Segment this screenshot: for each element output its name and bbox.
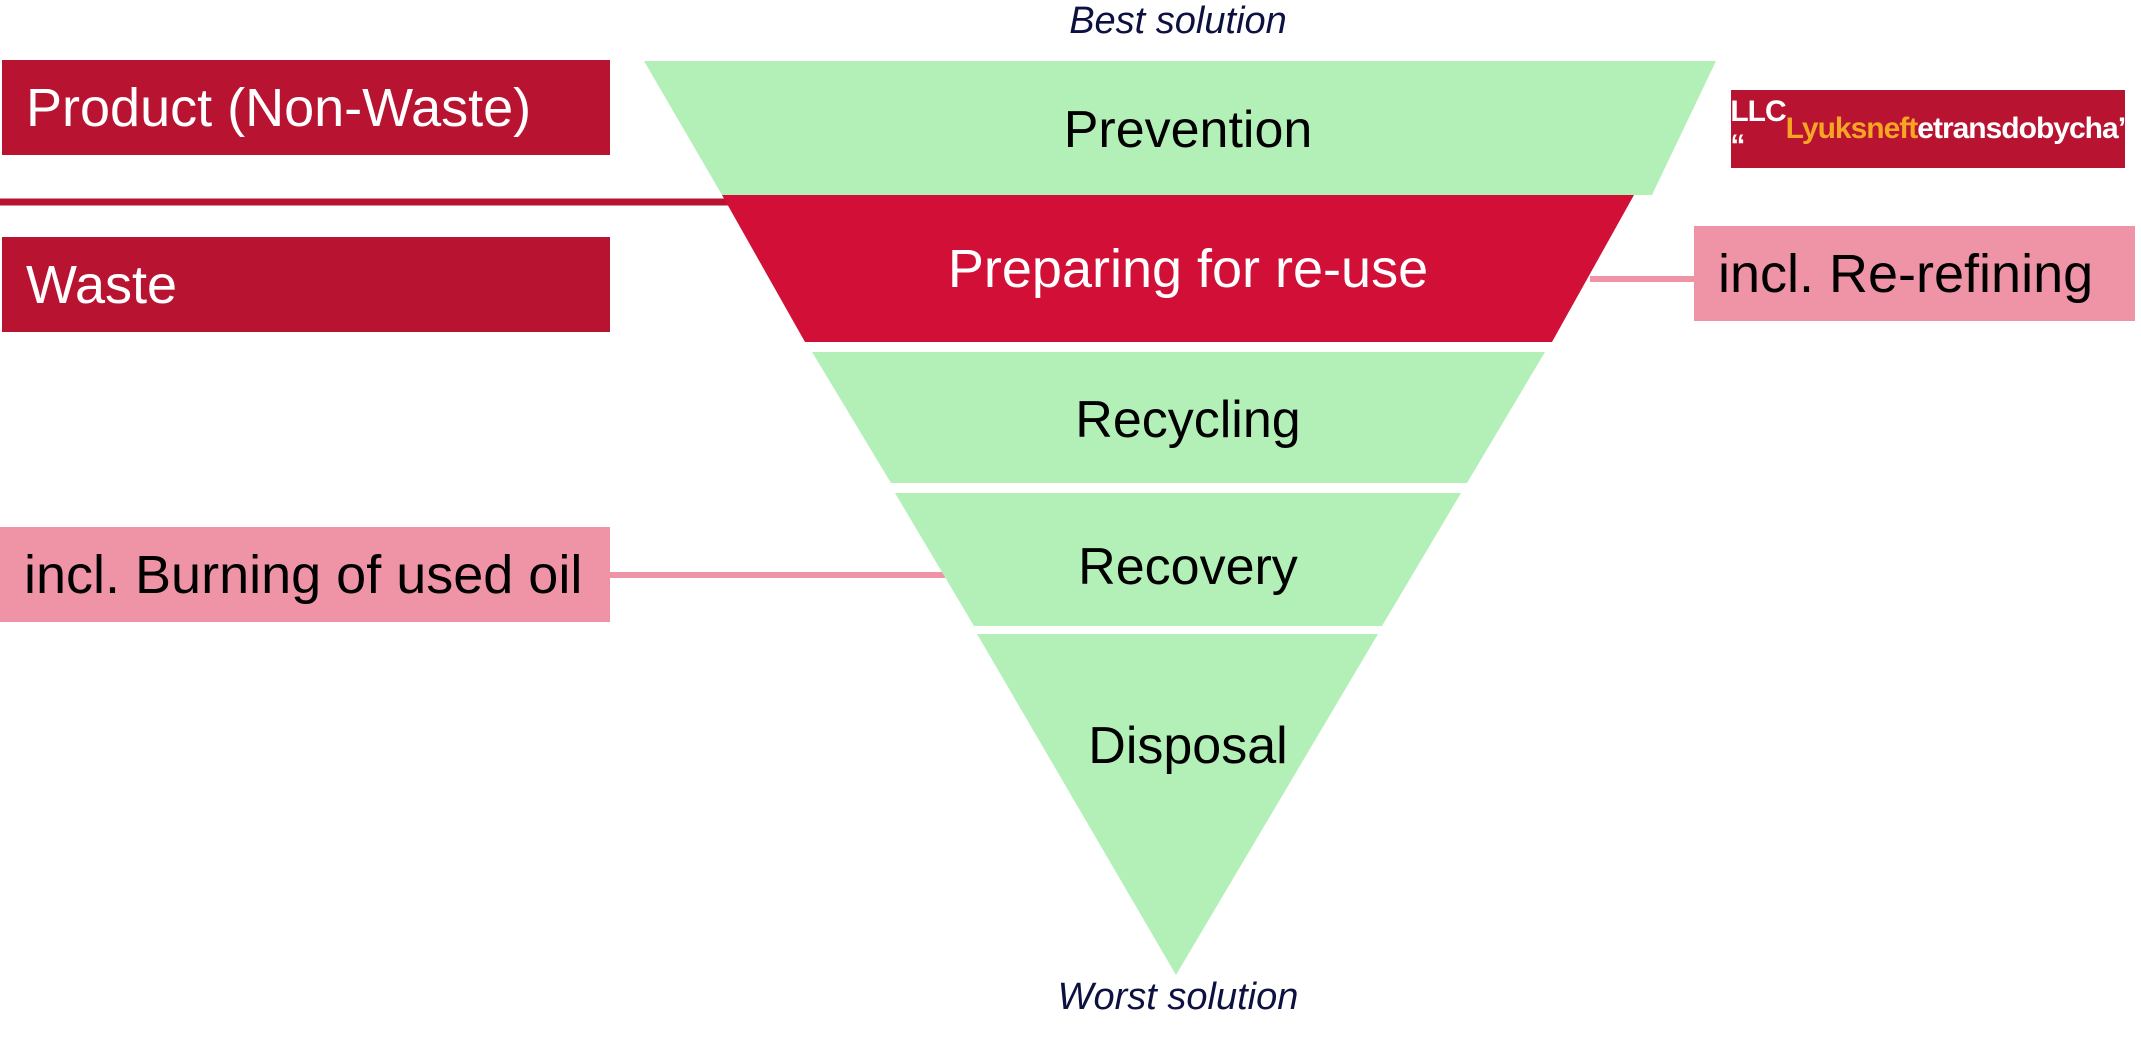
waste-label: Waste (26, 254, 178, 315)
logo-suffix: etransdobycha” (1917, 112, 2132, 145)
burning-used-oil-label: incl. Burning of used oil (24, 544, 583, 605)
tier-recovery-band (895, 493, 1461, 626)
burning-used-oil-box: incl. Burning of used oil (0, 527, 610, 622)
tier-prevention-label: Prevention (1063, 101, 1313, 159)
tier-preparing-label: Preparing for re-use (947, 239, 1429, 299)
best-solution-caption: Best solution (1069, 0, 1287, 42)
product-non-waste-box: Product (Non-Waste) (2, 60, 610, 155)
tier-recovery-label: Recovery (1078, 538, 1298, 596)
rerefining-label: incl. Re-refining (1718, 243, 2094, 304)
tier-prevention-band (644, 61, 1716, 195)
worst-solution-caption: Worst solution (1057, 976, 1299, 1018)
tier-recycling-band (812, 352, 1545, 483)
waste-box: Waste (2, 237, 610, 332)
rerefining-box: incl. Re-refining (1694, 226, 2135, 321)
tier-disposal-band (977, 634, 1378, 975)
logo-prefix: LLC “ (1730, 95, 1786, 162)
logo-highlight: Lyuksneft (1785, 112, 1919, 145)
tier-disposal-label: Disposal (1088, 717, 1288, 775)
product-non-waste-label: Product (Non-Waste) (26, 77, 532, 138)
tier-preparing-band (722, 195, 1634, 342)
tier-recycling-label: Recycling (1075, 391, 1301, 449)
